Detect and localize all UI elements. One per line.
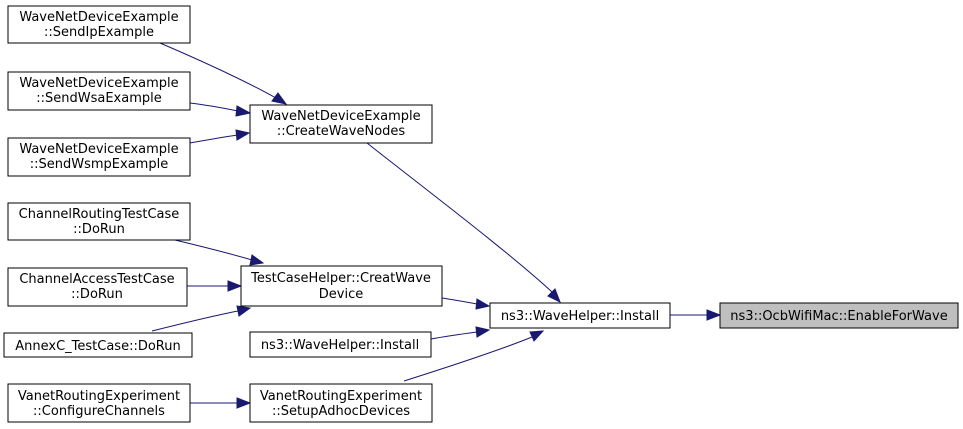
- edge-wave-helper-install-to-enable-for-wave: [670, 309, 722, 321]
- node-send-wsa-example[interactable]: WaveNetDeviceExample ::SendWsaExample: [7, 71, 191, 111]
- edge-send-wsa-to-create-wave-nodes: [189, 102, 252, 117]
- edge-annexc-to-creat-wave-device: [151, 305, 252, 332]
- node-wave-helper-install-line1: ns3::WaveHelper::Install: [501, 309, 659, 324]
- node-annexc-do-run[interactable]: AnnexC_TestCase::DoRun: [3, 332, 193, 358]
- node-send-ip-example-line1: WaveNetDeviceExample: [19, 10, 178, 25]
- node-setup-adhoc-devices-line2: ::SetupAdhocDevices: [272, 404, 410, 419]
- node-channel-access-do-run-line2: ::DoRun: [71, 287, 123, 302]
- node-wave-helper-install[interactable]: ns3::WaveHelper::Install: [489, 302, 671, 329]
- node-setup-adhoc-devices-line1: VanetRoutingExperiment: [260, 389, 422, 404]
- node-create-wave-nodes-line2: ::CreateWaveNodes: [277, 124, 406, 139]
- node-channel-access-do-run[interactable]: ChannelAccessTestCase ::DoRun: [7, 267, 188, 307]
- node-create-wave-nodes-line1: WaveNetDeviceExample: [261, 109, 420, 124]
- node-creat-wave-device[interactable]: TestCaseHelper::CreatWave Device: [240, 265, 443, 307]
- node-channel-access-do-run-line1: ChannelAccessTestCase: [19, 272, 174, 287]
- node-send-ip-example-line2: ::SendIpExample: [44, 25, 154, 40]
- node-channel-routing-do-run-line1: ChannelRoutingTestCase: [19, 207, 180, 222]
- node-configure-channels-line1: VanetRoutingExperiment: [18, 389, 180, 404]
- edge-create-wave-nodes-to-wave-helper-install: [366, 142, 561, 304]
- edges: [151, 42, 722, 409]
- node-creat-wave-device-line1: TestCaseHelper::CreatWave: [250, 271, 431, 286]
- edge-wave-helper-install-2-to-wave-helper-install: [430, 326, 491, 340]
- node-configure-channels-line2: ::ConfigureChannels: [33, 404, 165, 419]
- node-configure-channels[interactable]: VanetRoutingExperiment ::ConfigureChanne…: [7, 383, 191, 423]
- node-wave-helper-install-overload-line1: ns3::WaveHelper::Install: [261, 338, 419, 353]
- node-setup-adhoc-devices[interactable]: VanetRoutingExperiment ::SetupAdhocDevic…: [249, 383, 433, 423]
- nodes: WaveNetDeviceExample ::SendIpExample Wav…: [3, 5, 959, 423]
- node-channel-routing-do-run[interactable]: ChannelRoutingTestCase ::DoRun: [7, 202, 191, 241]
- node-annexc-do-run-line1: AnnexC_TestCase::DoRun: [15, 339, 180, 354]
- edge-creat-wave-device-to-wave-helper-install: [441, 297, 491, 310]
- edge-setup-adhoc-to-wave-helper-install: [403, 330, 545, 382]
- node-channel-routing-do-run-line2: ::DoRun: [73, 222, 125, 237]
- node-enable-for-wave-line1: ns3::OcbWifiMac::EnableForWave: [730, 309, 947, 324]
- node-send-ip-example[interactable]: WaveNetDeviceExample ::SendIpExample: [7, 5, 191, 44]
- edge-channel-routing-to-creat-wave-device: [174, 239, 265, 266]
- node-send-wsa-example-line2: ::SendWsaExample: [36, 91, 162, 106]
- node-enable-for-wave[interactable]: ns3::OcbWifiMac::EnableForWave: [719, 302, 959, 329]
- edge-configure-channels-to-setup-adhoc: [190, 397, 252, 409]
- node-send-wsmp-example-line1: WaveNetDeviceExample: [19, 142, 178, 157]
- node-wave-helper-install-overload[interactable]: ns3::WaveHelper::Install: [249, 331, 432, 358]
- node-create-wave-nodes[interactable]: WaveNetDeviceExample ::CreateWaveNodes: [249, 104, 433, 144]
- node-creat-wave-device-line2: Device: [319, 287, 363, 302]
- node-send-wsmp-example-line2: ::SendWsmpExample: [30, 157, 168, 172]
- edge-send-ip-to-create-wave-nodes: [159, 42, 288, 105]
- node-send-wsmp-example[interactable]: WaveNetDeviceExample ::SendWsmpExample: [7, 137, 191, 177]
- edge-send-wsmp-to-create-wave-nodes: [189, 129, 251, 144]
- node-send-wsa-example-line1: WaveNetDeviceExample: [19, 76, 178, 91]
- edge-channel-access-to-creat-wave-device: [187, 280, 243, 292]
